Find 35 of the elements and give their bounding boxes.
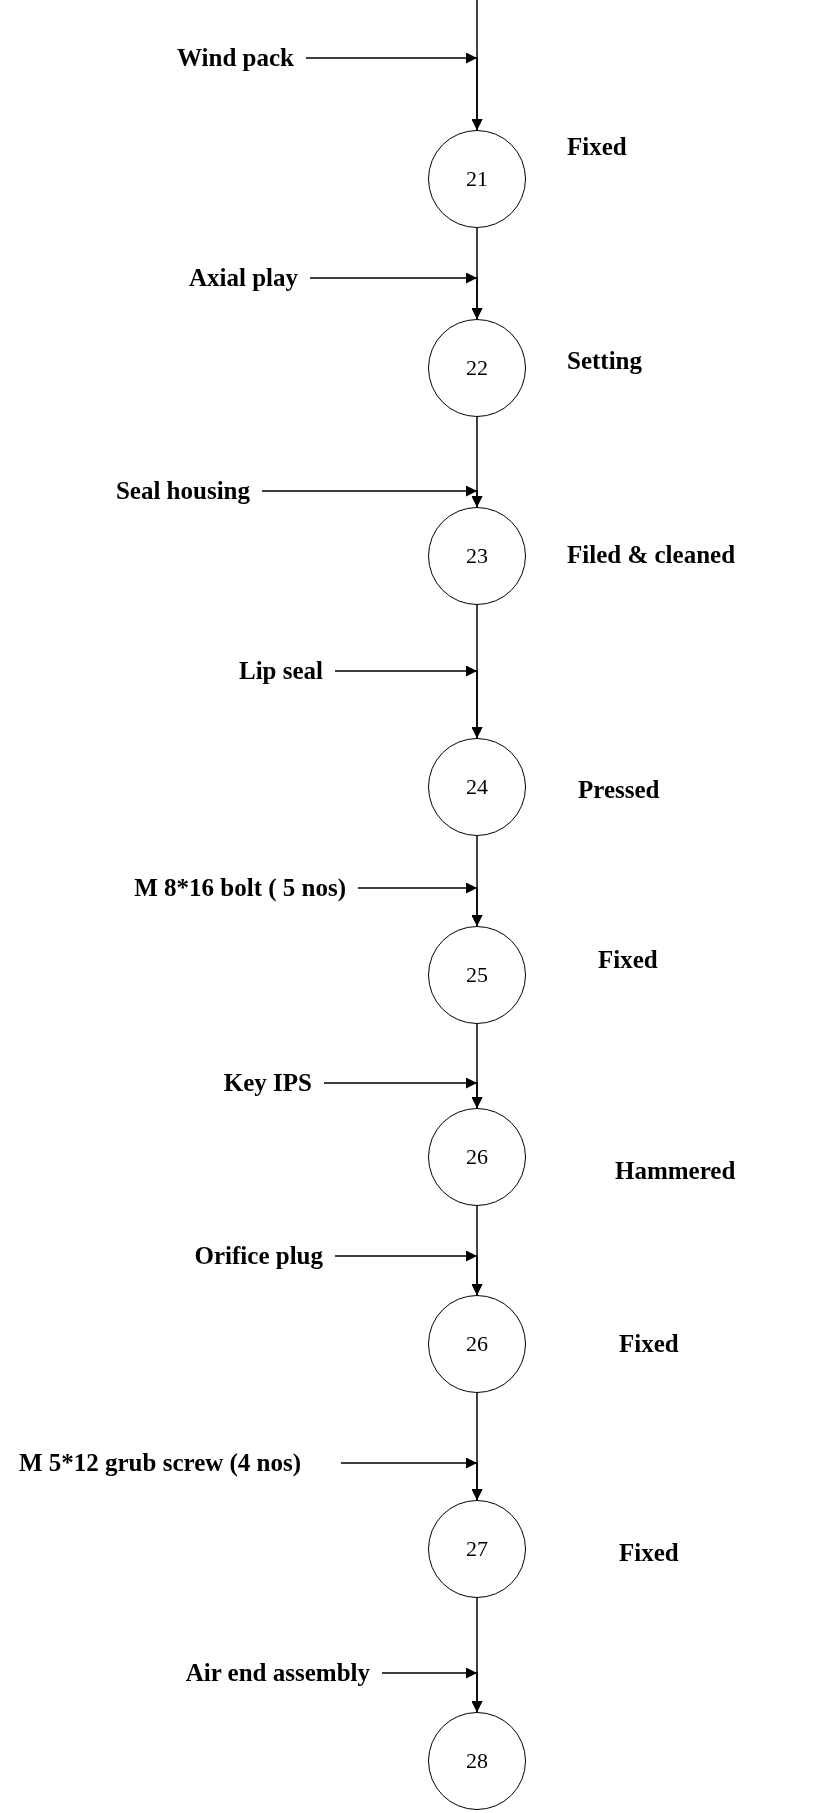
operation-label: Hammered [615,1156,736,1186]
arrow [334,1251,483,1296]
part-label: Orifice plug [194,1241,323,1271]
operation-label: Fixed [598,945,658,975]
arrow [334,666,483,739]
operation-label: Fixed [619,1329,679,1359]
part-label: Air end assembly [185,1658,370,1688]
arrow [305,53,483,131]
operation-label: Fixed [619,1538,679,1568]
arrow [261,486,483,508]
operation-label: Pressed [578,775,660,805]
part-label: Seal housing [115,476,250,506]
step-number: 25 [466,962,488,988]
step-number: 28 [466,1748,488,1774]
step-number: 24 [466,774,488,800]
arrow [340,1458,483,1501]
arrow [309,273,483,320]
step-number: 22 [466,355,488,381]
part-label: Axial play [188,263,298,293]
arrow [323,1078,483,1109]
step-number: 26 [466,1331,488,1357]
arrow [357,883,483,927]
part-label: M 5*12 grub screw (4 nos) [10,1448,310,1478]
part-label: M 8*16 bolt ( 5 nos) [134,873,346,903]
part-label: Lip seal [238,656,323,686]
operation-label: Setting [567,346,642,376]
step-number: 26 [466,1144,488,1170]
step-number: 23 [466,543,488,569]
step-number: 27 [466,1536,488,1562]
operation-label: Fixed [567,132,627,162]
part-label: Key IPS [223,1068,312,1098]
arrow [381,1668,483,1713]
operation-label: Filed & cleaned [567,540,736,570]
part-label: Wind pack [177,43,294,73]
step-number: 21 [466,166,488,192]
